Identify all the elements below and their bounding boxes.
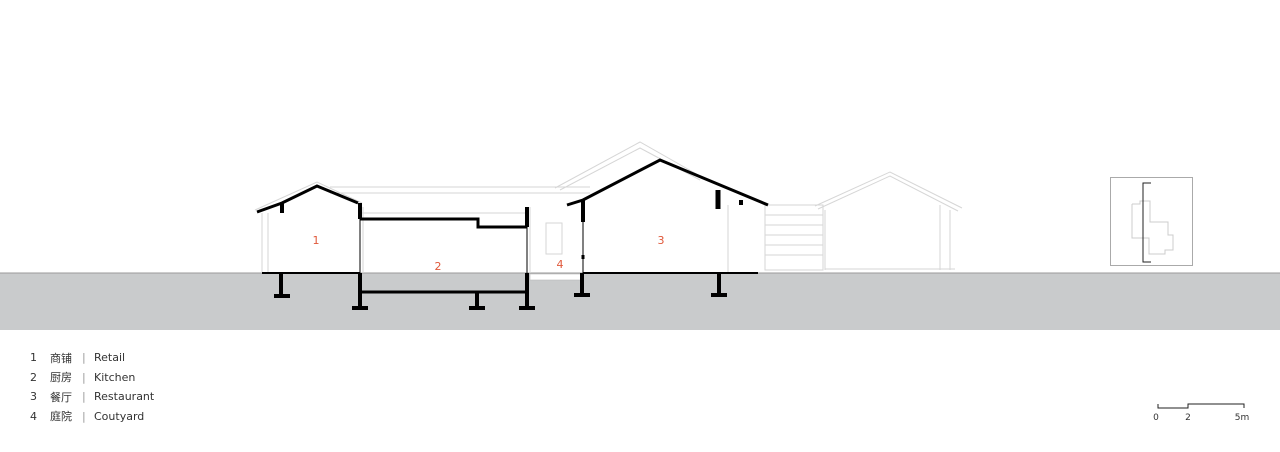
section-cut [256,158,769,310]
legend-zh: 庭院 [50,410,72,424]
legend-item: 4 庭院 | Coutyard [30,407,154,427]
room-label-3: 3 [658,234,665,247]
legend-number: 2 [30,370,37,384]
room-label-1: 1 [313,234,320,247]
legend-separator: | [82,351,86,365]
scale-label-5m: 5m [1235,413,1250,423]
room-label-4: 4 [557,258,564,271]
legend-separator: | [82,409,86,423]
room-legend: 1 商铺 | Retail 2 厨房 | Kitchen 3 餐厅 | Rest… [30,348,154,426]
legend-zh: 餐厅 [50,390,72,404]
legend-en: Kitchen [94,370,136,384]
ground [0,273,1280,330]
legend-number: 4 [30,409,37,423]
key-plan [1110,177,1193,266]
legend-separator: | [82,390,86,404]
legend-number: 1 [30,351,37,365]
legend-en: Coutyard [94,409,145,423]
courtyard-paving [529,273,584,281]
scale-bar: 0 2 5m [1153,403,1250,423]
legend-item: 3 餐厅 | Restaurant [30,387,154,407]
legend-en: Restaurant [94,390,155,404]
legend-en: Retail [94,351,126,365]
legend-item: 1 商铺 | Retail [30,348,154,368]
legend-number: 3 [30,390,37,404]
scale-label-0: 0 [1153,413,1159,423]
legend-item: 2 厨房 | Kitchen [30,368,154,388]
legend-zh: 商铺 [50,351,72,365]
scale-label-2: 2 [1185,413,1191,423]
background-elevation [254,141,963,273]
room-label-2: 2 [435,260,442,273]
legend-separator: | [82,370,86,384]
legend-zh: 厨房 [50,371,72,385]
